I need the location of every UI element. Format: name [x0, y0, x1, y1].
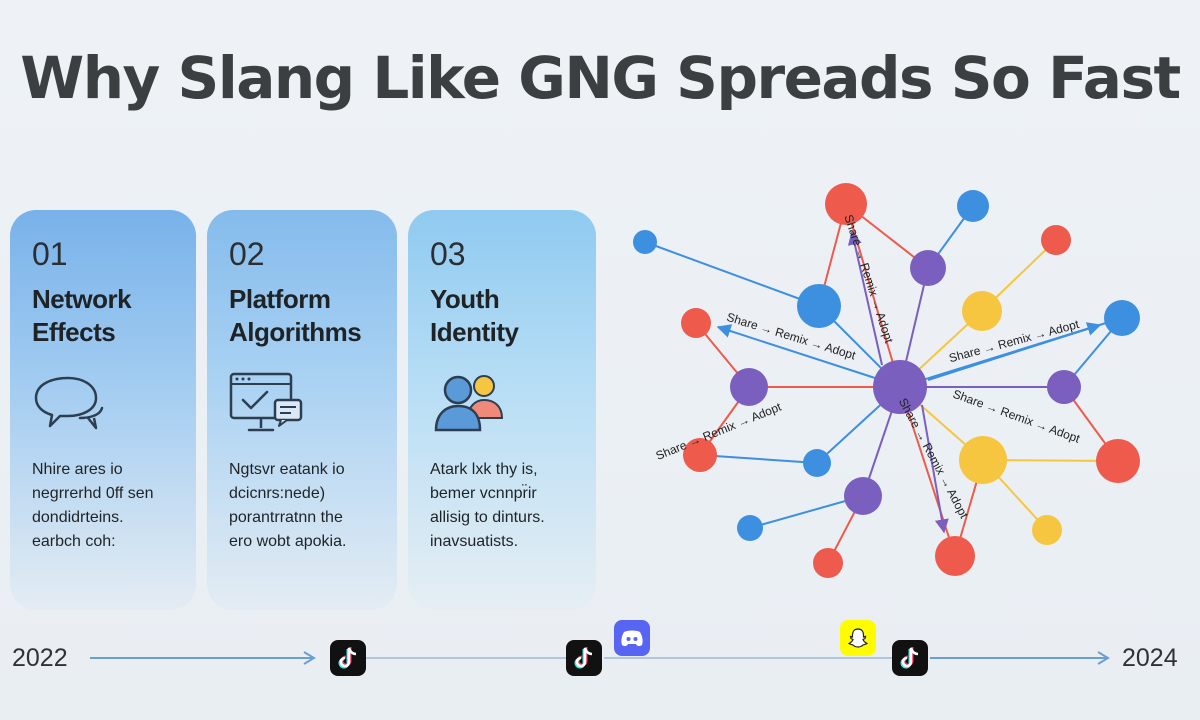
- timeline-end-year: 2024: [1122, 644, 1178, 672]
- snapchat-icon[interactable]: [840, 620, 876, 656]
- network-node: [803, 449, 831, 477]
- card-heading-line: Network: [32, 284, 132, 314]
- network-node: [813, 548, 843, 578]
- network-hub-node: [873, 360, 927, 414]
- timeline-start-year: 2022: [12, 644, 68, 672]
- card-body-line: dondidrteins.: [32, 509, 124, 526]
- network-node: [957, 190, 989, 222]
- card-number: 02: [229, 236, 265, 272]
- card-body-line: ero wobt apokia.: [229, 533, 347, 550]
- speech-bubbles-icon: [34, 376, 104, 430]
- network-node: [797, 284, 841, 328]
- card-heading-line: Identity: [430, 317, 519, 347]
- tiktok-glyph: [900, 647, 919, 669]
- tiktok-glyph: [338, 647, 357, 669]
- network-edge: [749, 495, 864, 529]
- monitor-chat-icon: [229, 372, 303, 432]
- network-node: [825, 183, 867, 225]
- tiktok-glyph: [574, 647, 593, 669]
- card-platform-algorithms: 02 Platform Algorithms Ngtsvr eatank io …: [207, 210, 397, 610]
- network-node: [1047, 370, 1081, 404]
- flow-arrow: [847, 230, 883, 366]
- network-edge: [699, 454, 818, 464]
- network-node: [1041, 225, 1071, 255]
- card-body-line: Atark lxk thy is,: [430, 461, 538, 478]
- card-body-line: bemer vcnnpr̈ir: [430, 485, 537, 502]
- card-heading-line: Platform: [229, 284, 331, 314]
- card-body: Atark lxk thy is, bemer vcnnpr̈ir allisi…: [430, 458, 586, 554]
- card-body-line: Nhire ares io: [32, 461, 123, 478]
- card-body-line: porantrratnn the: [229, 509, 343, 526]
- network-node: [844, 477, 882, 515]
- edge-label: Share → Remix → Adopt: [654, 399, 784, 462]
- card-number: 01: [32, 236, 68, 272]
- tiktok-icon[interactable]: [892, 640, 928, 676]
- card-heading: Platform Algorithms: [229, 283, 375, 349]
- network-edge: [644, 241, 820, 307]
- tiktok-icon[interactable]: [566, 640, 602, 676]
- network-node: [737, 515, 763, 541]
- card-heading-line: Effects: [32, 317, 116, 347]
- card-heading: Network Effects: [32, 283, 174, 349]
- snapchat-glyph: [847, 628, 869, 648]
- card-body-line: negrrerhd 0ff sen: [32, 485, 154, 502]
- network-node: [730, 368, 768, 406]
- discord-glyph: [621, 630, 643, 647]
- network-node: [681, 308, 711, 338]
- card-youth-identity: 03 Youth Identity Atark lxk thy is, beme…: [408, 210, 596, 610]
- card-heading: Youth Identity: [430, 283, 574, 349]
- card-heading-line: Youth: [430, 284, 500, 314]
- network-node: [1032, 515, 1062, 545]
- timeline-arrows: [90, 651, 1110, 665]
- card-body-line: earbch coh:: [32, 533, 116, 550]
- network-node: [683, 438, 717, 472]
- card-network-effects: 01 Network Effects Nhire ares io negrrer…: [10, 210, 196, 610]
- network-node: [910, 250, 946, 286]
- network-node: [962, 291, 1002, 331]
- card-number: 03: [430, 236, 466, 272]
- network-node: [1096, 439, 1140, 483]
- network-node: [959, 436, 1007, 484]
- card-body-line: inavsuatists.: [430, 533, 519, 550]
- network-node: [1104, 300, 1140, 336]
- card-body-line: dcicnrs:nede): [229, 485, 326, 502]
- flow-arrow: [716, 324, 876, 379]
- flow-arrow: [921, 404, 949, 534]
- card-body: Nhire ares io negrrerhd 0ff sen dondidrt…: [32, 458, 186, 554]
- edge-label: Share → Remix → Adopt: [841, 213, 896, 345]
- card-body-line: allisig to dinturs.: [430, 509, 545, 526]
- tiktok-icon[interactable]: [330, 640, 366, 676]
- discord-icon[interactable]: [614, 620, 650, 656]
- network-node: [633, 230, 657, 254]
- card-body: Ngtsvr eatank io dcicnrs:nede) porantrra…: [229, 458, 387, 554]
- network-node: [935, 536, 975, 576]
- card-heading-line: Algorithms: [229, 317, 362, 347]
- people-icon: [434, 375, 504, 432]
- timeline: 2022 2024: [0, 600, 1200, 710]
- page-title: Why Slang Like GNG Spreads So Fast: [20, 44, 1181, 112]
- flow-arrow: [927, 322, 1102, 381]
- card-body-line: Ngtsvr eatank io: [229, 461, 345, 478]
